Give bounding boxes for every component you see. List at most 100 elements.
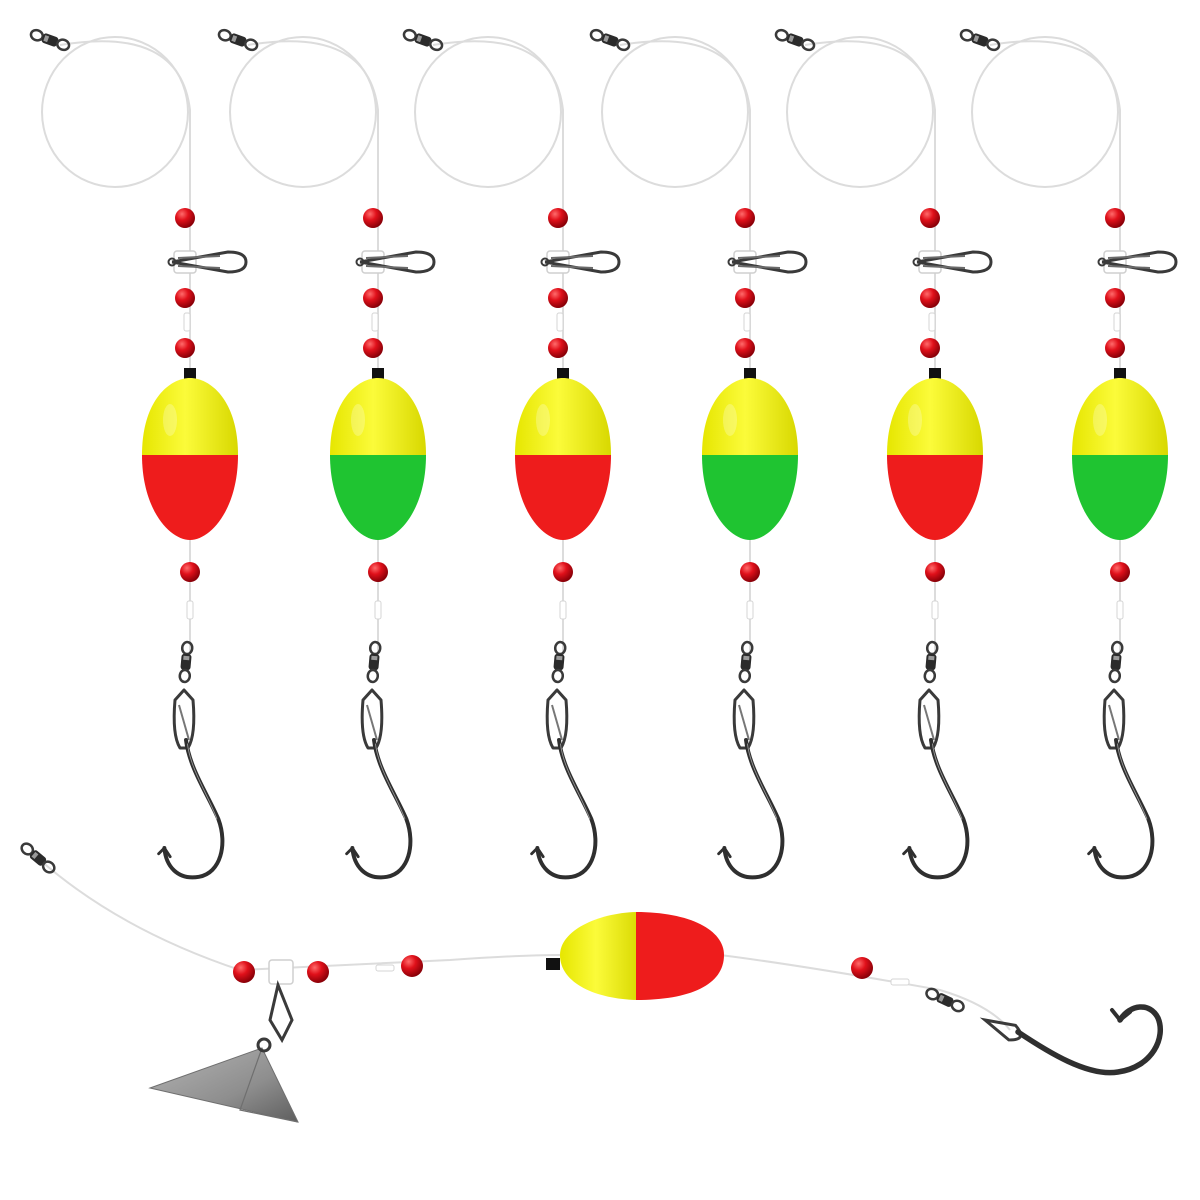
crimp-sleeve	[1113, 312, 1121, 332]
fishing-rig	[589, 28, 808, 880]
hook-icon	[1087, 738, 1155, 880]
float-icon	[702, 368, 798, 540]
float-icon	[546, 912, 724, 1000]
line-loop	[414, 36, 562, 188]
bead-icon	[363, 208, 383, 228]
swivel-icon	[774, 28, 816, 52]
leader-line	[619, 40, 751, 655]
bead-icon	[175, 338, 195, 358]
bead-icon	[401, 955, 423, 977]
bead-icon	[548, 288, 568, 308]
swivel-icon	[217, 28, 259, 52]
crimp-sleeve	[928, 312, 936, 332]
crimp-sleeve	[183, 312, 191, 332]
swivel-icon	[589, 28, 631, 52]
horizontal-rig-group	[20, 842, 1164, 1123]
bead-icon	[735, 338, 755, 358]
snap-clip-icon	[355, 250, 436, 274]
crimp-sleeve	[556, 312, 564, 332]
fishing-rig	[774, 28, 993, 880]
crimp-sleeve	[746, 600, 754, 620]
crimp-sleeve	[371, 312, 379, 332]
swivel-icon	[959, 28, 1001, 52]
swivel-icon	[738, 640, 754, 684]
bead-icon	[1110, 562, 1130, 582]
bead-icon	[553, 562, 573, 582]
crimp-sleeve	[931, 600, 939, 620]
snap-clip-icon	[540, 250, 621, 274]
crimp-sleeve	[186, 600, 194, 620]
bead-icon	[175, 208, 195, 228]
crimp-sleeve	[559, 600, 567, 620]
bead-icon	[363, 288, 383, 308]
fishing-rig	[402, 28, 621, 880]
bead-icon	[1105, 288, 1125, 308]
fishing-rig	[29, 28, 248, 880]
hook-icon	[902, 738, 970, 880]
hook-icon	[157, 738, 225, 880]
leader-line	[804, 40, 936, 655]
line-loop	[786, 36, 934, 188]
bead-icon	[920, 338, 940, 358]
bead-icon	[175, 288, 195, 308]
bead-icon	[548, 338, 568, 358]
crimp-sleeve	[374, 600, 382, 620]
vertical-rigs-group	[29, 28, 1178, 880]
snap-clip-icon	[360, 688, 384, 750]
bead-icon	[920, 288, 940, 308]
bead-icon	[1105, 338, 1125, 358]
snap-clip-icon	[167, 250, 248, 274]
line-loop	[229, 36, 377, 188]
stopper-icon	[268, 959, 294, 985]
swivel-icon	[925, 987, 965, 1013]
swivel-icon	[923, 640, 939, 684]
crimp-sleeve	[375, 964, 395, 972]
leader-line	[59, 40, 191, 655]
leader-line	[989, 40, 1121, 655]
bead-icon	[735, 208, 755, 228]
bead-icon	[548, 208, 568, 228]
float-icon	[330, 368, 426, 540]
bead-icon	[368, 562, 388, 582]
snap-clip-icon	[912, 250, 993, 274]
bead-icon	[920, 208, 940, 228]
bead-icon	[925, 562, 945, 582]
swivel-icon	[178, 640, 194, 684]
bead-icon	[307, 961, 329, 983]
crimp-sleeve	[1116, 600, 1124, 620]
line-loop	[971, 36, 1119, 188]
crimp-sleeve	[743, 312, 751, 332]
float-icon	[515, 368, 611, 540]
swivel-icon	[402, 28, 444, 52]
swivel-icon	[29, 28, 71, 52]
leader-line	[432, 40, 564, 655]
hook-icon	[717, 738, 785, 880]
bead-icon	[233, 961, 255, 983]
snap-clip-icon	[917, 688, 941, 750]
line-loop	[41, 36, 189, 188]
fishing-rig	[959, 28, 1178, 880]
crimp-sleeve	[890, 978, 910, 986]
bead-icon	[1105, 208, 1125, 228]
bead-icon	[740, 562, 760, 582]
snap-clip-icon	[979, 1017, 1023, 1042]
snap-clip-icon	[545, 688, 569, 750]
bead-icon	[735, 288, 755, 308]
snap-clip-icon	[1102, 688, 1126, 750]
snap-clip-icon	[1097, 250, 1178, 274]
snap-clip-icon	[732, 688, 756, 750]
bead-icon	[180, 562, 200, 582]
bead-icon	[363, 338, 383, 358]
float-icon	[887, 368, 983, 540]
swivel-icon	[366, 640, 382, 684]
hook-icon	[345, 738, 413, 880]
swivel-icon	[20, 842, 56, 874]
fishing-rig	[217, 28, 436, 880]
pyramid-sinker-icon	[148, 979, 299, 1123]
float-icon	[1072, 368, 1168, 540]
hook-icon	[530, 738, 598, 880]
snap-clip-icon	[727, 250, 808, 274]
swivel-icon	[551, 640, 567, 684]
hook-icon	[1015, 1004, 1164, 1076]
